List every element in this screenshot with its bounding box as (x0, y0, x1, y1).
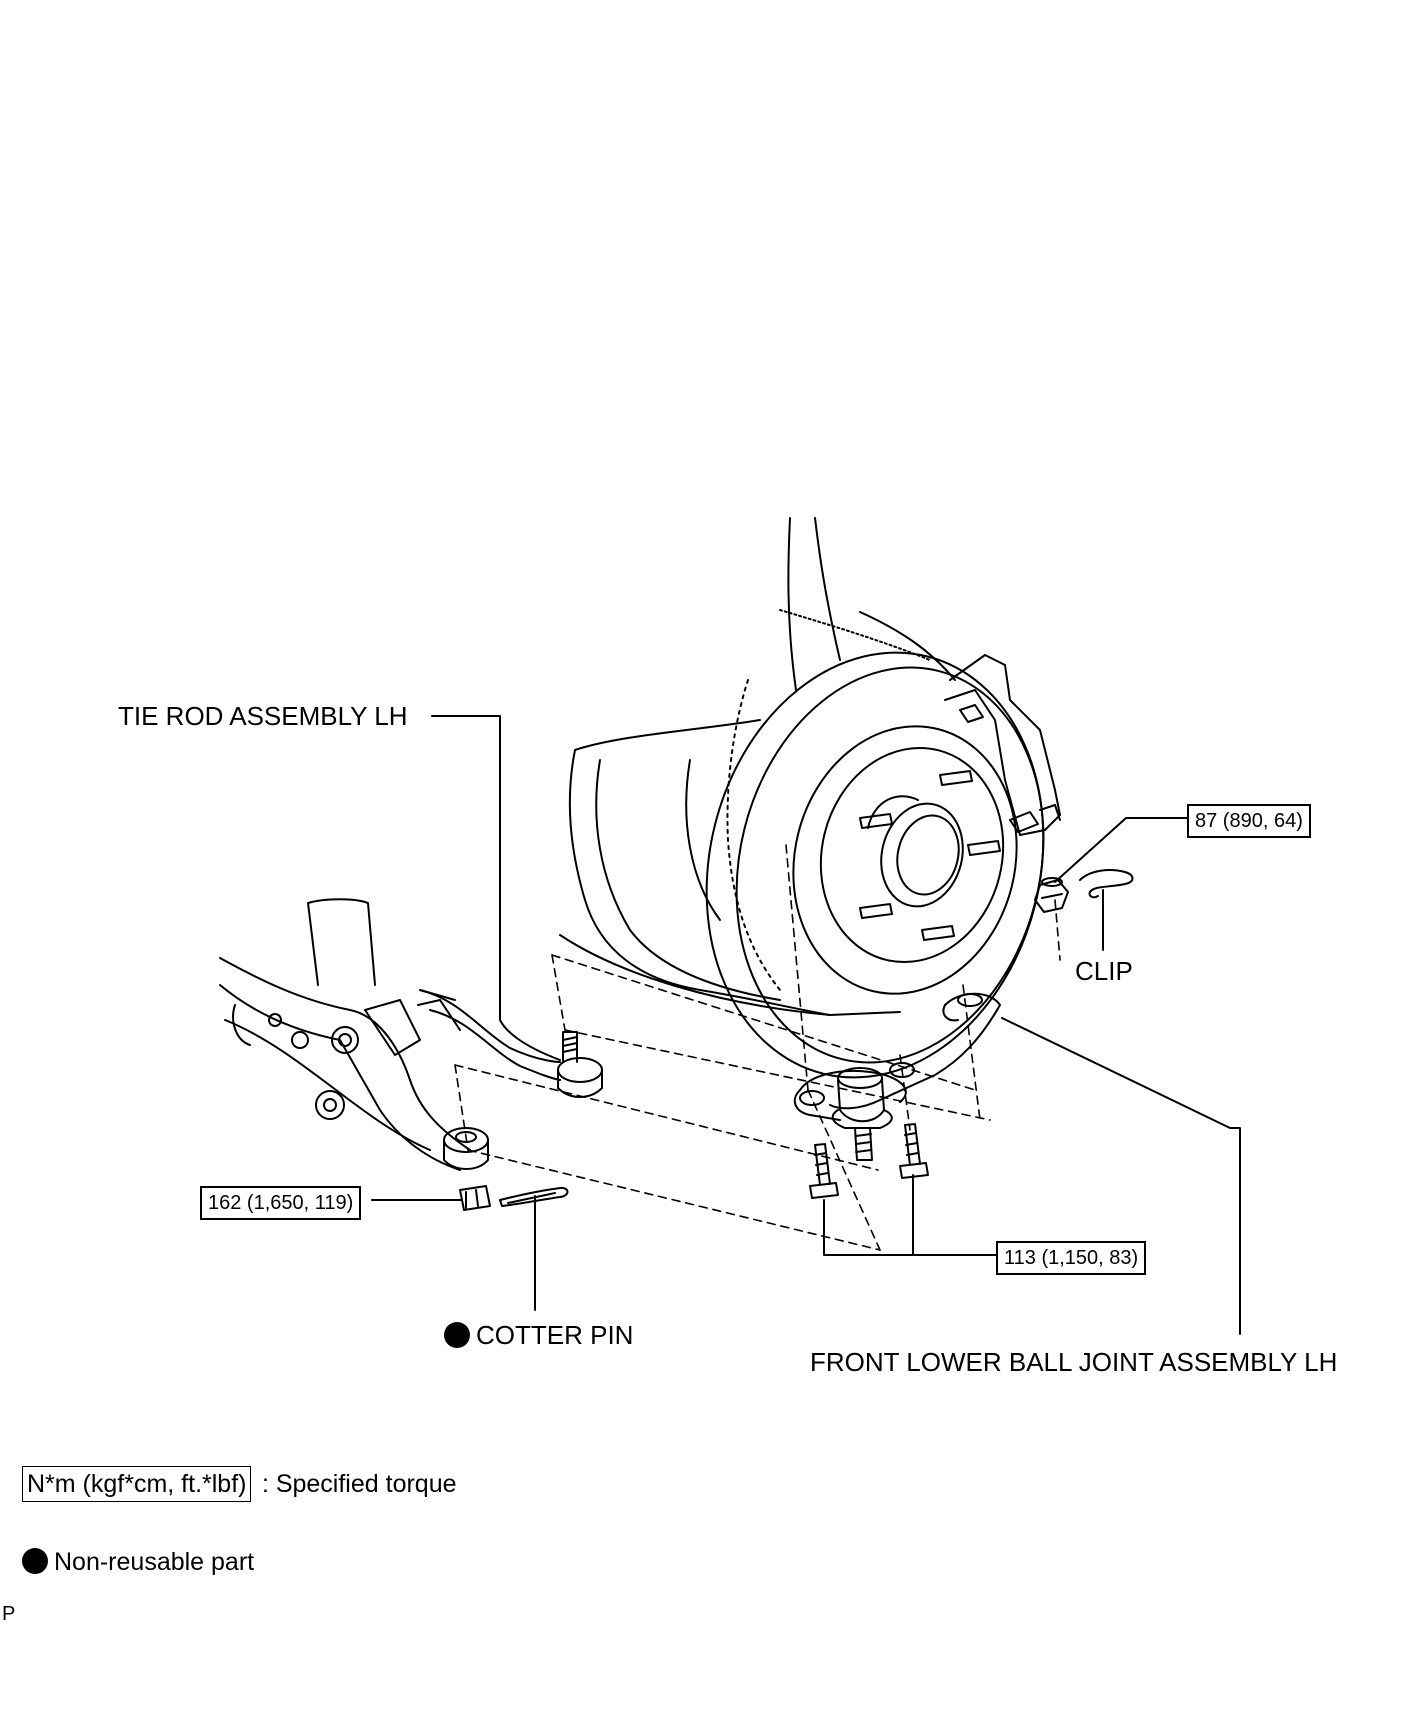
brake-disc (705, 651, 1045, 1079)
brake-caliper (779, 609, 1061, 836)
legend-nonreusable-row: Non-reusable part (22, 1548, 254, 1577)
castle-nut (459, 1185, 491, 1211)
leader-lines (371, 715, 1241, 1335)
cotter-pin-part (499, 1186, 569, 1207)
strut-shaft (787, 517, 841, 691)
clip-part (1079, 869, 1134, 899)
hub-bolts (859, 770, 1001, 941)
legend-torque-unit: N*m (kgf*cm, ft.*lbf) (22, 1466, 252, 1502)
ball-joint-label: FRONT LOWER BALL JOINT ASSEMBLY LH (810, 1347, 1338, 1377)
torque-box-ball-joint-bolts: 113 (1,150, 83) (996, 1241, 1147, 1275)
legend-non-reusable-icon (22, 1548, 48, 1574)
tie-rod-socket (443, 1127, 489, 1170)
footer-code: P (2, 1603, 16, 1625)
non-reusable-marker-icon (444, 1322, 470, 1348)
assembly-guide-lines (454, 844, 1061, 1251)
ball-joint-bolts (809, 1123, 929, 1199)
torque-box-knuckle-nut: 87 (890, 64) (1187, 804, 1311, 838)
legend-nonreusable-desc: Non-reusable part (54, 1548, 255, 1576)
legend-torque-row: N*m (kgf*cm, ft.*lbf) : Specified torque (22, 1466, 457, 1502)
torque-box-tie-rod-nut: 162 (1,650, 119) (200, 1186, 362, 1220)
steering-knuckle (559, 719, 901, 1016)
suspension-arm (219, 898, 471, 1171)
lower-ball-joint (793, 992, 1001, 1161)
clip-label: CLIP (1075, 956, 1133, 986)
cotter-pin-text: COTTER PIN (476, 1320, 634, 1350)
cotter-pin-label: COTTER PIN (444, 1320, 633, 1350)
legend-torque-desc: : Specified torque (261, 1470, 457, 1498)
axle-hub (819, 746, 1005, 964)
tie-rod-end (419, 989, 603, 1098)
tie-rod-label: TIE ROD ASSEMBLY LH (118, 701, 408, 731)
